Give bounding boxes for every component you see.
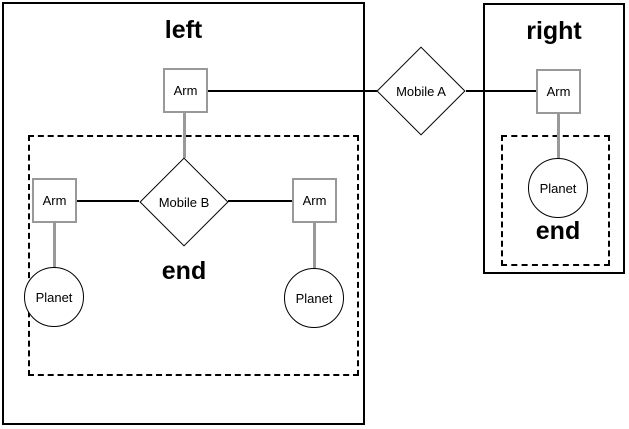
- node-arm-mid: Arm: [292, 178, 337, 223]
- container-right-title: right: [526, 17, 582, 45]
- node-planet-left: Planet: [24, 267, 84, 327]
- edge-arm-left-to-mobile-b: [77, 200, 139, 202]
- edge-arm-right-to-planet-right: [557, 113, 560, 159]
- node-planet-mid-label: Planet: [295, 290, 333, 306]
- node-planet-mid: Planet: [284, 268, 344, 328]
- edge-arm-left-to-planet-left: [53, 222, 56, 268]
- group-left-end-label: end: [161, 257, 207, 285]
- node-arm-top: Arm: [163, 68, 208, 113]
- node-arm-left-label: Arm: [42, 193, 67, 208]
- container-right: right: [483, 3, 625, 274]
- edge-arm-mid-to-planet-mid: [313, 222, 316, 269]
- group-right-end: [501, 135, 610, 266]
- node-planet-right: Planet: [528, 158, 588, 218]
- node-mobile-b: Mobile B: [139, 157, 229, 247]
- node-mobile-b-label: Mobile B: [158, 194, 210, 210]
- edge-arm-top-to-mobile-a: [207, 90, 377, 92]
- edge-arm-top-to-mobile-b: [183, 112, 186, 158]
- container-left-title: left: [164, 16, 203, 44]
- node-planet-left-label: Planet: [35, 289, 73, 305]
- node-planet-right-label: Planet: [539, 180, 577, 196]
- node-arm-top-label: Arm: [173, 83, 198, 98]
- node-mobile-a-label: Mobile A: [396, 83, 446, 99]
- node-arm-right-label: Arm: [546, 84, 571, 99]
- node-arm-right: Arm: [536, 69, 581, 114]
- edge-mobile-a-to-arm-right: [466, 90, 536, 92]
- edge-mobile-b-to-arm-mid: [228, 200, 292, 202]
- node-arm-left: Arm: [32, 178, 77, 223]
- node-mobile-a: Mobile A: [376, 46, 466, 136]
- group-left-end: [28, 135, 359, 376]
- group-right-end-label: end: [535, 217, 581, 245]
- node-arm-mid-label: Arm: [302, 193, 327, 208]
- container-left: left: [2, 2, 365, 425]
